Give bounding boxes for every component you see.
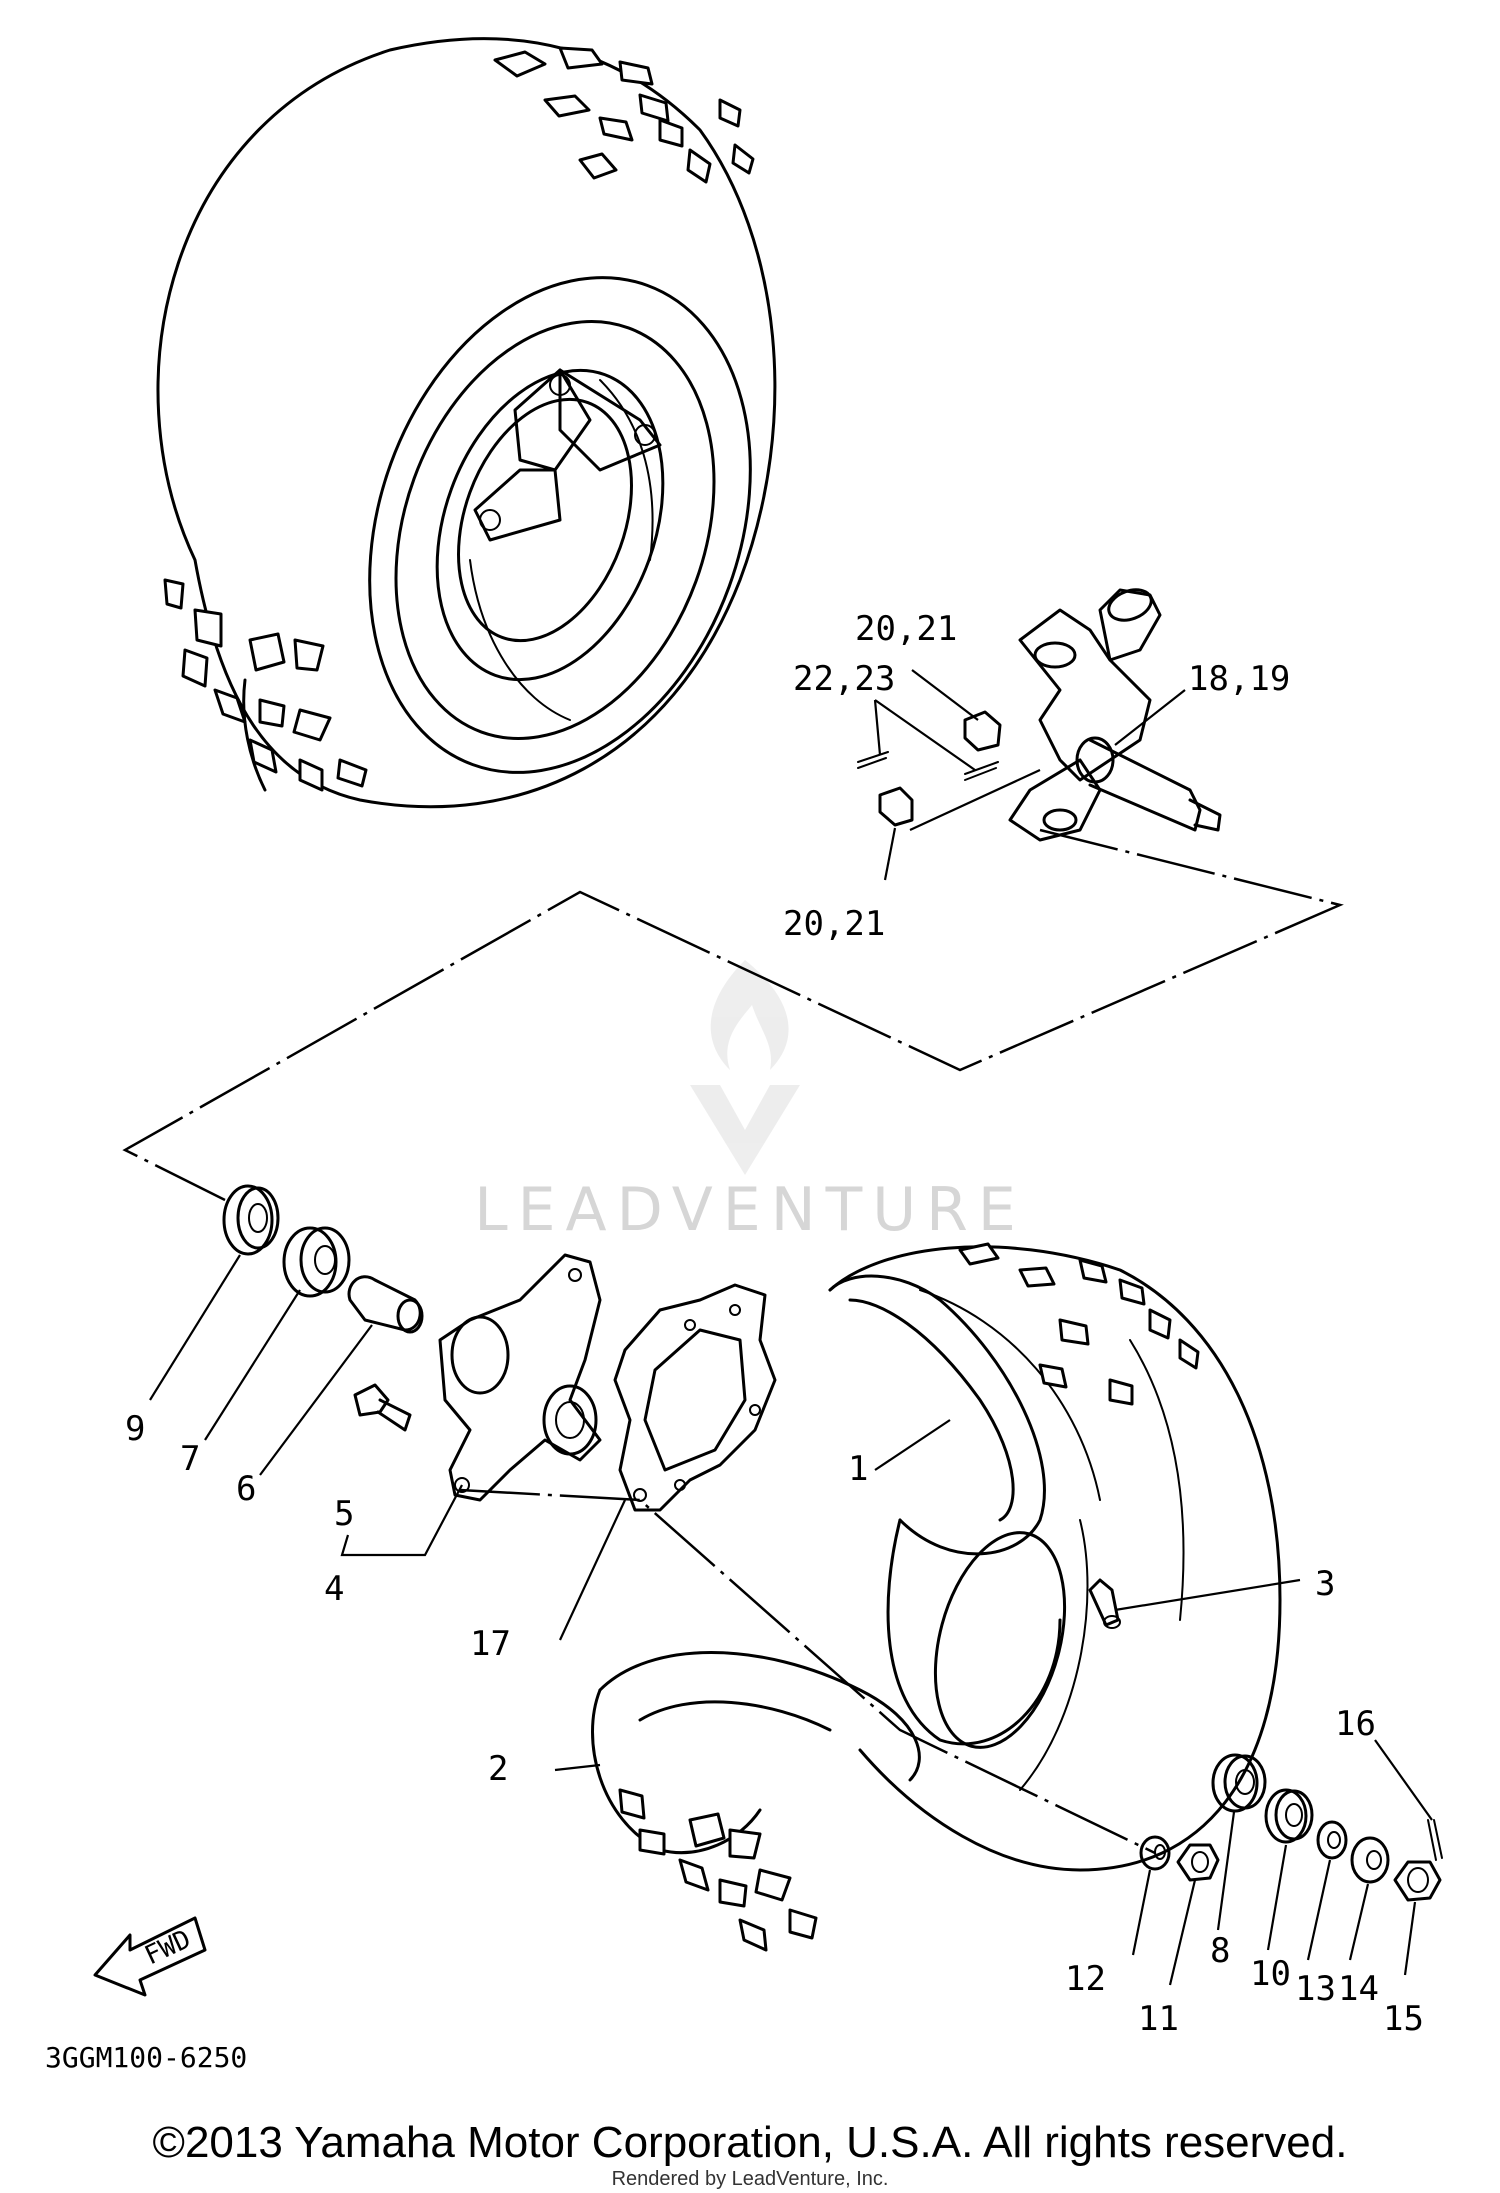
callout-20-21-bottom: 20,21	[783, 904, 885, 944]
callout-11: 11	[1138, 1999, 1179, 2039]
watermark-text: LEADVENTURE	[474, 1175, 1026, 1245]
steering-knuckle-illustration	[1008, 588, 1222, 842]
callout-4: 4	[324, 1569, 344, 1609]
diagram-code: 3GGM100-6250	[45, 2041, 247, 2074]
bearing-7	[282, 1226, 351, 1298]
callout-9: 9	[125, 1409, 145, 1449]
callout-10: 10	[1250, 1954, 1291, 1994]
cotter-pin-16	[1427, 1819, 1443, 1861]
hub-4	[438, 1253, 602, 1502]
cotter-pin-right	[964, 761, 999, 781]
oil-seal-10	[1264, 1788, 1314, 1844]
nut-11	[1176, 1843, 1220, 1882]
spacer-13	[1316, 1820, 1348, 1860]
oil-seal-9	[222, 1184, 280, 1256]
copyright-notice: ©2013 Yamaha Motor Corporation, U.S.A. A…	[152, 2118, 1348, 2167]
callout-18-19: 18,19	[1188, 659, 1290, 699]
callout-16: 16	[1335, 1704, 1376, 1744]
castle-nut-lower	[878, 786, 914, 827]
spacer-6	[347, 1275, 424, 1334]
fwd-direction-arrow: FWD	[93, 1916, 207, 1997]
callout-1: 1	[848, 1449, 868, 1489]
callout-14: 14	[1338, 1969, 1379, 2009]
callout-13: 13	[1295, 1969, 1336, 2009]
bearing-8	[1211, 1753, 1267, 1813]
callout-6: 6	[236, 1469, 256, 1509]
callout-17: 17	[470, 1624, 511, 1664]
callout-15: 15	[1383, 1999, 1424, 2039]
washer-14	[1350, 1836, 1390, 1884]
cotter-pin-left	[857, 751, 889, 769]
callout-12: 12	[1065, 1959, 1106, 1999]
axle-nut-15	[1393, 1860, 1442, 1902]
callout-5: 5	[334, 1494, 354, 1534]
gasket-17	[613, 1283, 777, 1512]
tire-2	[591, 1242, 1282, 1952]
bolt-5	[353, 1383, 412, 1432]
fwd-arrow-label: FWD	[140, 1924, 195, 1971]
rendered-by-notice: Rendered by LeadVenture, Inc.	[611, 2168, 889, 2190]
leadventure-flame-logo	[690, 960, 800, 1175]
assembly-guide-line	[122, 828, 1344, 1202]
assembled-wheel-illustration	[156, 37, 777, 809]
rim-half-1	[828, 1274, 1067, 1749]
valve-3	[1088, 1578, 1121, 1629]
callout-2: 2	[488, 1749, 508, 1789]
callout-8: 8	[1210, 1931, 1230, 1971]
callout-20-21-top: 20,21	[855, 609, 957, 649]
castle-nut-upper	[963, 710, 1002, 752]
callout-7: 7	[180, 1439, 200, 1479]
callout-22-23: 22,23	[793, 659, 895, 699]
callout-3: 3	[1315, 1564, 1335, 1604]
